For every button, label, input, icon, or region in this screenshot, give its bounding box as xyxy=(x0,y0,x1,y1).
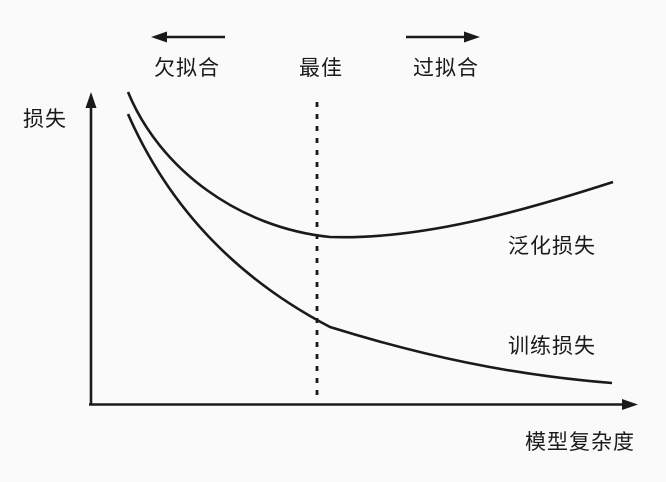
y-axis-label: 损失 xyxy=(23,108,67,131)
underfit-arrowhead xyxy=(151,31,167,43)
generalization-loss-curve xyxy=(126,91,614,239)
overfitting-zone-label: 过拟合 xyxy=(413,57,479,80)
training-loss-curve xyxy=(126,113,613,385)
x-axis-arrowhead xyxy=(622,399,638,410)
training-loss-label: 训练损失 xyxy=(508,335,596,358)
optimal-zone-label: 最佳 xyxy=(299,57,343,80)
x-axis-label: 模型复杂度 xyxy=(525,431,635,454)
generalization-loss-label: 泛化损失 xyxy=(508,235,596,258)
underfitting-zone-label: 欠拟合 xyxy=(154,57,220,80)
overfit-arrowhead xyxy=(464,31,480,43)
y-axis-arrowhead xyxy=(85,92,97,108)
